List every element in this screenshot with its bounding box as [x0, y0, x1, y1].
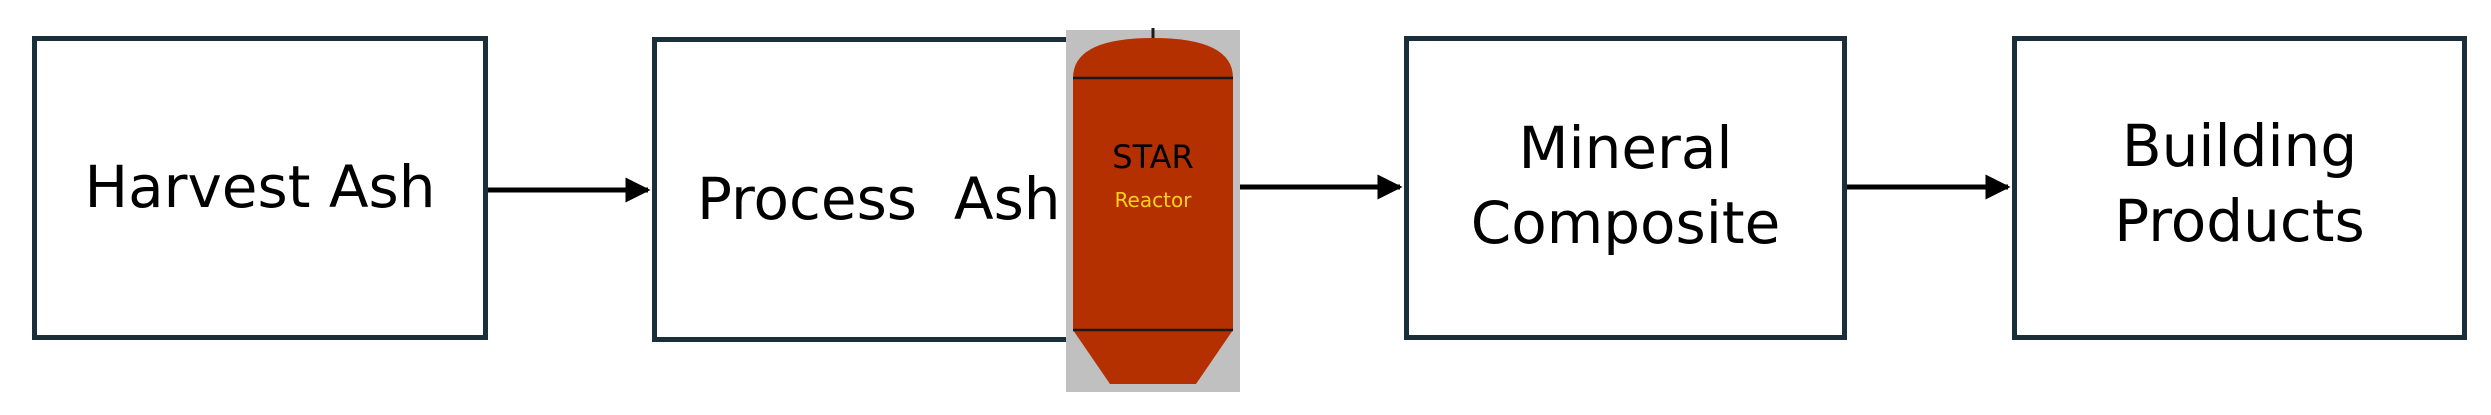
- reactor-subtitle: Reactor: [1114, 188, 1192, 212]
- step-harvest-ash-label: Harvest Ash: [84, 153, 436, 222]
- step-process-ash-label: Process Ash: [697, 165, 1061, 233]
- step-harvest-ash: Harvest Ash: [32, 36, 488, 340]
- step-mineral-composite: Mineral Composite: [1404, 36, 1847, 340]
- reactor-body: [1073, 38, 1233, 384]
- step-building-products: Building Products: [2012, 36, 2467, 340]
- reactor-title: STAR: [1112, 138, 1194, 176]
- step-mineral-composite-label: Mineral Composite: [1470, 113, 1781, 257]
- reactor-vessel-icon: [1066, 28, 1240, 392]
- step-building-products-label: Building Products: [2114, 111, 2365, 255]
